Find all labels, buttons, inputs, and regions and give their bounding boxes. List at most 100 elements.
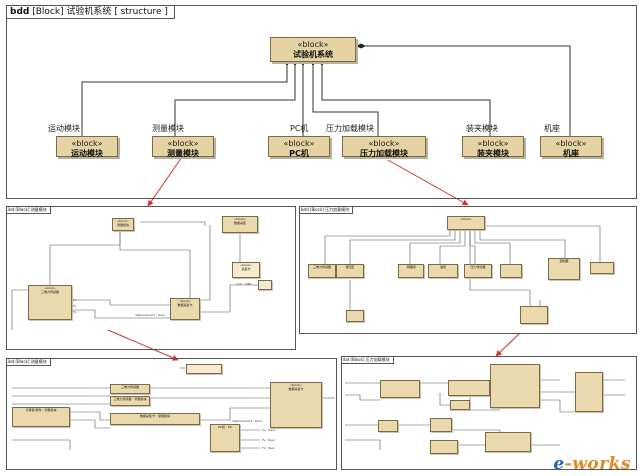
eworks-watermark-logo: e-works [553,454,631,474]
thumb-block[interactable]: 伺服阀 [398,264,424,278]
root-block-stereotype: «block» [297,40,329,49]
part-block-stereotype: «block» [167,139,199,148]
thumb-frame-top-left: ibd [Block] 测量模块 [6,206,296,350]
thumb-block[interactable]: «block» 数据采集卡 [270,382,322,428]
thumb-block[interactable] [450,400,470,410]
part-block-name: PC机 [289,149,309,158]
link-base [356,45,571,136]
link-pressure [312,62,379,136]
part-block-name: 压力加载模块 [360,149,408,158]
thumb-block[interactable]: 油泵 [428,264,458,278]
thumb-block-name: 测量模块 [116,223,129,227]
thumb-block[interactable]: 压力传感器 [464,264,492,278]
thumb-port-label: Fx : Real [262,428,275,432]
thumb-port-label: displacement : Real [135,313,165,317]
thumb-block[interactable]: «block» [447,216,485,230]
thumb-block[interactable] [346,310,364,322]
thumb-block-stereotype: «block» [179,299,191,303]
thumb-port-label: Fz [73,310,77,314]
thumb-port-label: displacement : Real [232,419,262,423]
part-block-pc[interactable]: «block» PC机 [268,136,330,158]
thumb-block[interactable]: PC机 : PC [210,424,240,452]
part-block-clamp[interactable]: «block» 装夹模块 [462,136,524,158]
thumb-port-label: Fy : Real [262,438,275,442]
thumb-block-stereotype: «block» [290,383,302,387]
thumb-block-name: 三维力传感器 [120,385,139,389]
thumb-block[interactable] [258,280,272,290]
link-motion [81,62,288,136]
thumb-block[interactable]: 计算机/软件 : 测量模块 [12,407,70,427]
thumb-block-name: 数据采集卡 [177,303,193,307]
thumb-frame-bottom-left: ibd [Block] 测量模块 [6,358,337,470]
thumb-block[interactable]: 三维力传感器 [110,384,150,394]
thumb-block[interactable] [186,364,222,374]
link-measure [174,62,296,136]
thumb-port-label: unit : UINT [236,282,252,286]
thumb-block[interactable] [500,264,522,278]
thumb-block[interactable] [520,306,548,324]
part-block-stereotype: «block» [283,139,315,148]
thumb-block-stereotype: «block» [240,263,252,267]
thumb-block[interactable] [380,380,420,398]
thumb-block[interactable] [430,440,458,454]
frame-title: [Block] 试验机系统 [ structure ] [32,7,168,17]
part-block-motion[interactable]: «block» 运动模块 [56,136,118,158]
main-diagram-frame: bdd [Block] 试验机系统 [ structure ] [6,5,637,199]
part-block-stereotype: «block» [477,139,509,148]
thumb-block[interactable]: 液压缸 [336,264,364,278]
part-block-base[interactable]: «block» 机座 [540,136,602,158]
thumb-block[interactable]: «block» 三维力传感器 [28,285,72,320]
thumb-block[interactable]: «block» 采集卡 [232,262,260,278]
thumb-block[interactable]: «block» 数据采集 [222,216,258,233]
thumb-frame-bottom-right: ibd [Block] 压力加载模块 [341,356,637,470]
thumb-port-label: Fx [73,298,77,302]
thumb-block-stereotype: «block» [460,217,472,221]
part-block-name: 运动模块 [71,149,103,158]
main-frame-title: bdd [Block] 试验机系统 [ structure ] [7,6,175,19]
thumb-block[interactable] [448,380,490,396]
thumb-block-stereotype: «block» [117,219,129,223]
thumb-block[interactable] [485,432,531,452]
thumb-block-name: PC机 : PC [218,425,232,429]
part-block-stereotype: «block» [368,139,400,148]
thumb-block[interactable]: 三维力传感器 : 测量模块 [110,396,150,406]
thumb-block[interactable]: 数据采集卡 : 测量模块 [110,413,200,425]
thumb-block[interactable] [430,418,452,432]
role-label-pc: PC机 [290,124,309,133]
thumb-block-stereotype: «block» [44,286,56,290]
part-block-name: 测量模块 [167,149,199,158]
thumb-block-name: 液压缸 [345,265,355,269]
thumb-block-name: 数据采集卡 [288,387,304,391]
thumb-block[interactable] [490,364,540,408]
part-block-stereotype: «block» [71,139,103,148]
thumb-block-name: 三维力传感器 [312,265,331,269]
thumb-block-name: 数据采集卡 : 测量模块 [140,414,170,418]
thumb-block-name: 计算机/软件 : 测量模块 [25,408,57,412]
role-label-motion: 运动模块 [48,124,80,133]
thumb-frame-title: bdd [Block] 压力加载模块 [300,207,354,214]
thumb-block[interactable]: «block» 测量模块 [112,218,134,231]
role-label-base: 机座 [544,124,560,133]
thumb-block[interactable] [590,262,614,274]
thumb-block[interactable] [378,420,398,432]
root-block[interactable]: «block» 试验机系统 [270,37,356,62]
thumb-block[interactable]: 三维力传感器 [308,264,336,278]
link-clamp [321,62,491,136]
part-block-pressure[interactable]: «block» 压力加载模块 [342,136,426,158]
part-block-measure[interactable]: «block» 测量模块 [152,136,214,158]
thumb-block-stereotype: «block» [234,217,246,221]
thumb-block[interactable] [575,372,603,412]
thumb-block-name: 控制器 [559,259,569,263]
thumb-block-name: 三维力传感器 [40,290,59,294]
part-block-name: 机座 [563,149,579,158]
thumb-frame-title: ibd [Block] 测量模块 [7,207,51,214]
thumb-block-name: 采集卡 [241,267,251,271]
part-block-stereotype: «block» [555,139,587,148]
thumb-block[interactable]: «block» 数据采集卡 [170,298,200,320]
thumb-frame-title: ibd [Block] 测量模块 [7,359,51,366]
watermark-suffix: works [572,454,631,474]
thumb-block-name: 伺服阀 [406,265,416,269]
thumb-block[interactable]: 控制器 [548,258,580,280]
thumb-block-name: 三维力传感器 : 测量模块 [113,397,147,401]
role-label-measure: 测量模块 [152,124,184,133]
